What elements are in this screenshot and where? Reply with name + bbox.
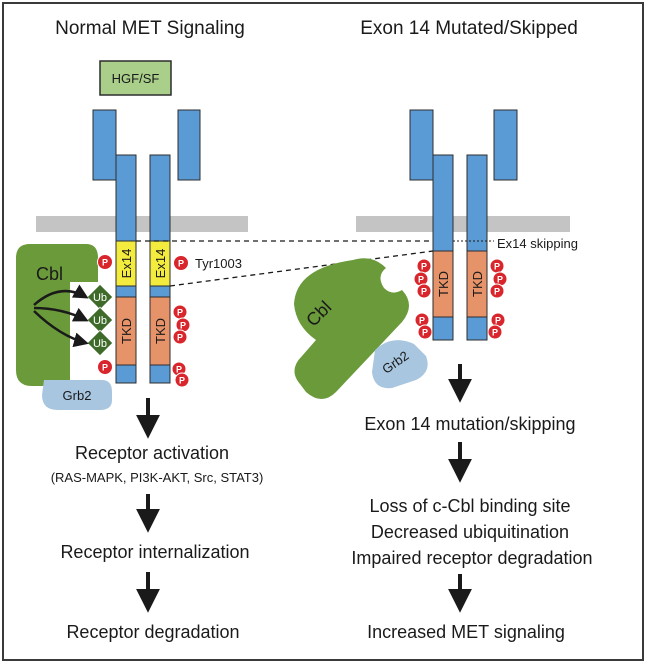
hgf-sf-ligand [99,60,172,96]
ex14-label-1: Ex14 [119,249,134,279]
met-beta-chain-2 [149,154,171,242]
mutant-beta-chain-1 [432,154,454,252]
phosphate: P [416,283,432,299]
svg-text:P: P [495,316,501,326]
downstream-pathways: (RAS-MAPK, PI3K-AKT, Src, STAT3) [51,470,264,485]
left-title: Normal MET Signaling [55,18,245,39]
svg-text:P: P [178,259,184,269]
right-membrane [356,216,570,232]
svg-text:P: P [176,365,182,375]
ub-label: Ub [93,315,107,327]
ex14-label-2: Ex14 [153,249,168,279]
ubiquitination-arrow-1 [33,284,89,306]
step-increased-met-signaling: Increased MET signaling [367,622,565,642]
met-juxta-2 [149,285,171,298]
svg-text:P: P [102,258,108,268]
svg-text:P: P [421,262,427,272]
phosphate: P [174,372,190,388]
met-alpha-chain-1 [92,109,117,181]
ex14-skipping-label: Ex14 skipping [497,236,578,251]
cbl-protein [16,244,98,386]
svg-text:P: P [492,328,498,338]
svg-text:P: P [419,316,425,326]
step-impaired-degradation: Impaired receptor degradation [351,548,592,568]
svg-text:P: P [418,275,424,285]
phosphate: P [173,255,189,271]
mutant-tkd-label-2: TKD [470,271,485,297]
cbl-label: Cbl [36,264,63,284]
displaced-cbl-protein [294,258,409,399]
met-alpha-chain-2 [177,109,201,181]
step-receptor-internalization: Receptor internalization [60,542,249,562]
svg-text:P: P [422,328,428,338]
svg-text:P: P [177,308,183,318]
mutant-beta-chain-2 [466,154,488,252]
phosphate: P [172,304,188,320]
svg-text:P: P [497,275,503,285]
mutant-alpha-chain-2 [493,109,518,181]
ub-label: Ub [93,292,107,304]
grb2-protein [42,380,112,410]
svg-text:P: P [421,287,427,297]
grb2-label: Grb2 [63,388,92,403]
right-grb2-protein [372,340,428,389]
svg-text:P: P [494,287,500,297]
hgf-sf-label: HGF/SF [112,71,160,86]
phosphate: P [97,359,113,375]
step-receptor-activation: Receptor activation [75,443,229,463]
mutant-tail-1 [432,316,454,341]
met-beta-chain-1 [115,154,137,242]
ub-label: Ub [93,338,107,350]
mutant-tkd-label-1: TKD [436,271,451,297]
svg-text:P: P [180,321,186,331]
ub-tag-1: Ub [86,283,114,311]
step-loss-cbl-site: Loss of c-Cbl binding site [369,496,570,516]
met-juxta-1 [115,285,137,298]
ubiquitination-arrow-3 [33,310,89,348]
tkd-label-2: TKD [153,318,168,344]
phosphate: P [487,324,503,340]
left-membrane [36,216,248,232]
step-receptor-degradation: Receptor degradation [66,622,239,642]
ubiquitination-arrow-2 [33,306,89,322]
phosphate: P [97,254,113,270]
tyr1003-label: Tyr1003 [195,256,242,271]
ub-tag-2: Ub [86,306,114,334]
svg-text:P: P [102,363,108,373]
mutant-tail-2 [466,316,488,341]
phosphate: P [489,258,505,274]
step-exon14-mutation: Exon 14 mutation/skipping [364,414,575,434]
right-title: Exon 14 Mutated/Skipped [360,18,578,39]
met-tail-2 [149,364,171,384]
phosphate: P [416,258,432,274]
phosphate: P [417,324,433,340]
met-tail-1 [115,364,137,384]
svg-text:P: P [177,333,183,343]
tkd-label-1: TKD [119,318,134,344]
svg-text:P: P [179,376,185,386]
mutant-alpha-chain-1 [409,109,434,181]
phosphate: P [489,283,505,299]
phosphate: P [172,329,188,345]
ub-tag-3: Ub [86,329,114,357]
svg-text:P: P [494,262,500,272]
step-decreased-ubiquitination: Decreased ubiquitination [371,522,569,542]
